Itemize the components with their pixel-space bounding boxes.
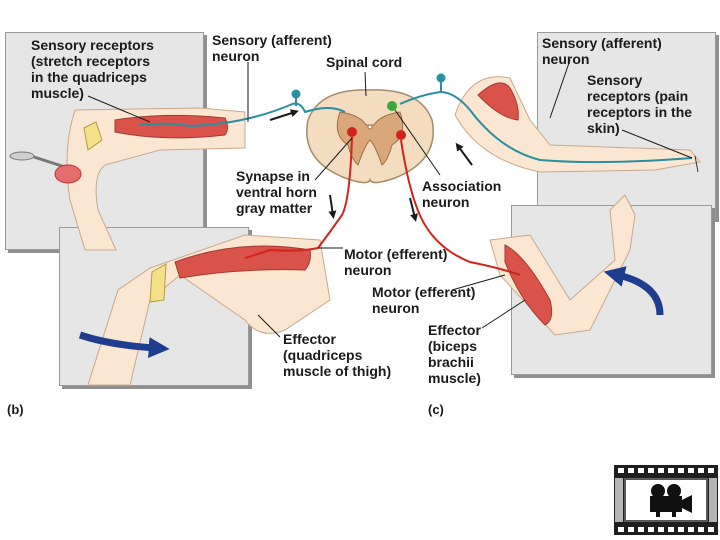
label-sensory-afferent-neuron-right: Sensory (afferent) neuron: [542, 35, 662, 67]
label-motor-efferent-neuron-left: Motor (efferent) neuron: [344, 246, 448, 278]
label-sensory-receptors-pain: Sensory receptors (pain receptors in the…: [587, 72, 693, 136]
leg-upper: [9, 107, 246, 251]
label-association-neuron: Association neuron: [422, 178, 502, 210]
association-neuron-body: [387, 101, 397, 111]
label-synapse-ventral-horn: Synapse in ventral horn gray matter: [236, 168, 317, 216]
label-effector-quadriceps: Effector (quadriceps muscle of thigh): [283, 331, 392, 379]
movie-camera-icon: [650, 484, 692, 517]
arm-bottom: [489, 194, 664, 336]
leg-lower: [78, 234, 331, 386]
arm-top: [454, 76, 701, 173]
sensory-neuron-paths: [189, 73, 693, 164]
label-spinal-cord: Spinal cord: [326, 54, 403, 70]
signal-direction-arrows: [269, 109, 473, 222]
spinal-cord-cross-section: [306, 89, 434, 184]
label-effector-biceps: Effector (biceps brachii muscle): [428, 322, 481, 386]
leader-lines: [87, 59, 693, 338]
figure-label-c: (c): [428, 402, 444, 417]
film-camera-icon[interactable]: [614, 465, 718, 535]
label-sensory-receptors-stretch: Sensory receptors (stretch receptors in …: [31, 37, 154, 101]
label-motor-efferent-neuron-right: Motor (efferent) neuron: [372, 284, 476, 316]
figure-label-b: (b): [7, 402, 24, 417]
label-sensory-afferent-neuron-left: Sensory (afferent) neuron: [212, 32, 332, 64]
